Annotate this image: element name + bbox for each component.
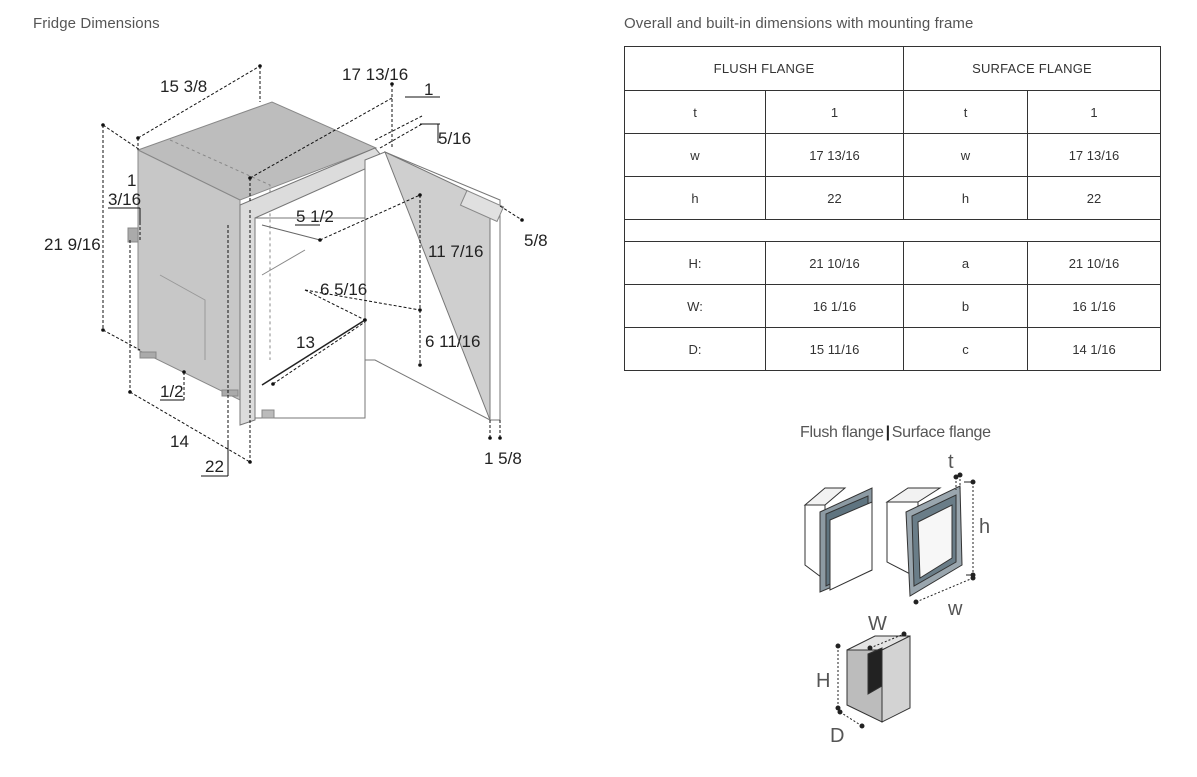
cell-value: 16 1/16: [1027, 284, 1161, 328]
dim-foot: 1/2: [160, 382, 184, 401]
cell-label: W:: [624, 284, 766, 328]
dim-side-top2: 3/16: [108, 190, 141, 209]
cell-label: w: [624, 133, 766, 177]
cell-label: b: [903, 284, 1028, 328]
cell-label: t: [624, 90, 766, 134]
cell-label: t: [903, 90, 1028, 134]
table-row: W: 16 1/16 b 16 1/16: [624, 284, 1161, 328]
dim-inner-width: 13: [296, 333, 315, 352]
cell-value: 1: [765, 90, 904, 134]
table-row: t 1 t 1: [624, 90, 1161, 134]
cell-value: 17 13/16: [1027, 133, 1161, 177]
label-t: t: [948, 451, 954, 473]
label-h: h: [979, 516, 990, 538]
legend-separator: |: [885, 424, 891, 441]
dim-depth: 14: [170, 432, 189, 451]
dim-side-top: 1: [127, 171, 136, 190]
cell-value: 16 1/16: [765, 284, 904, 328]
cell-label: a: [903, 241, 1028, 285]
label-H: H: [816, 670, 830, 692]
label-W: W: [868, 613, 887, 635]
legend-flush: Flush flange: [800, 424, 884, 441]
dim-right-small: 5/8: [524, 231, 548, 250]
table-row: w 17 13/16 w 17 13/16: [624, 133, 1161, 177]
flange-legend: Flush flange|Surface flange: [800, 424, 991, 442]
table-spacer-row: [624, 219, 1161, 242]
header-flush-flange: FLUSH FLANGE: [624, 46, 904, 91]
dim-frame-t2: 5/16: [438, 129, 471, 148]
mounting-dimensions-title: Overall and built-in dimensions with mou…: [624, 15, 974, 32]
table-row: D: 15 11/16 c 14 1/16: [624, 327, 1161, 371]
flange-diagram: t h w W H D: [803, 451, 990, 747]
fridge-diagram: 15 3/8 17 13/16 1 5/16 1 3/16 21 9/16 5 …: [44, 64, 548, 477]
cell-value: 21 10/16: [1027, 241, 1161, 285]
cell-value: 14 1/16: [1027, 327, 1161, 371]
dim-top-width: 15 3/8: [160, 77, 207, 96]
cell-label: h: [624, 176, 766, 220]
cell-value: 21 10/16: [765, 241, 904, 285]
surface-flange-unit: [885, 485, 963, 597]
header-surface-flange: SURFACE FLANGE: [903, 46, 1161, 91]
cell-value: 22: [1027, 176, 1161, 220]
cutout-box: [846, 635, 911, 723]
dim-door-upper: 11 7/16: [428, 242, 483, 261]
cell-label: c: [903, 327, 1028, 371]
dim-frame-t: 1: [424, 80, 433, 99]
dim-height: 21 9/16: [44, 235, 101, 254]
table-header-row: FLUSH FLANGE SURFACE FLANGE: [624, 46, 1161, 91]
cell-value: 15 11/16: [765, 327, 904, 371]
cell-value: 22: [765, 176, 904, 220]
cell-label: w: [903, 133, 1028, 177]
table-row: H: 21 10/16 a 21 10/16: [624, 241, 1161, 285]
label-D: D: [830, 725, 844, 747]
cell-value: 1: [1027, 90, 1161, 134]
dim-frame-width: 17 13/16: [342, 65, 408, 84]
fridge-dimensions-title: Fridge Dimensions: [33, 15, 160, 32]
cell-value: 17 13/16: [765, 133, 904, 177]
dim-door-lower: 6 11/16: [425, 332, 480, 351]
cell-label: D:: [624, 327, 766, 371]
cell-label: H:: [624, 241, 766, 285]
table-row: h 22 h 22: [624, 176, 1161, 220]
spacer-cell: [624, 219, 1161, 242]
dim-door-thickness: 1 5/8: [484, 449, 522, 468]
dim-shelf-depth: 5 1/2: [296, 207, 334, 226]
label-w: w: [947, 598, 963, 620]
flush-flange-unit: [803, 487, 873, 593]
dim-shelf2: 6 5/16: [320, 280, 367, 299]
cell-label: h: [903, 176, 1028, 220]
dimensions-table: FLUSH FLANGE SURFACE FLANGE t 1 t 1 w 17…: [624, 46, 1161, 371]
legend-surface: Surface flange: [891, 424, 991, 441]
dim-frame-depth: 22: [205, 457, 224, 476]
